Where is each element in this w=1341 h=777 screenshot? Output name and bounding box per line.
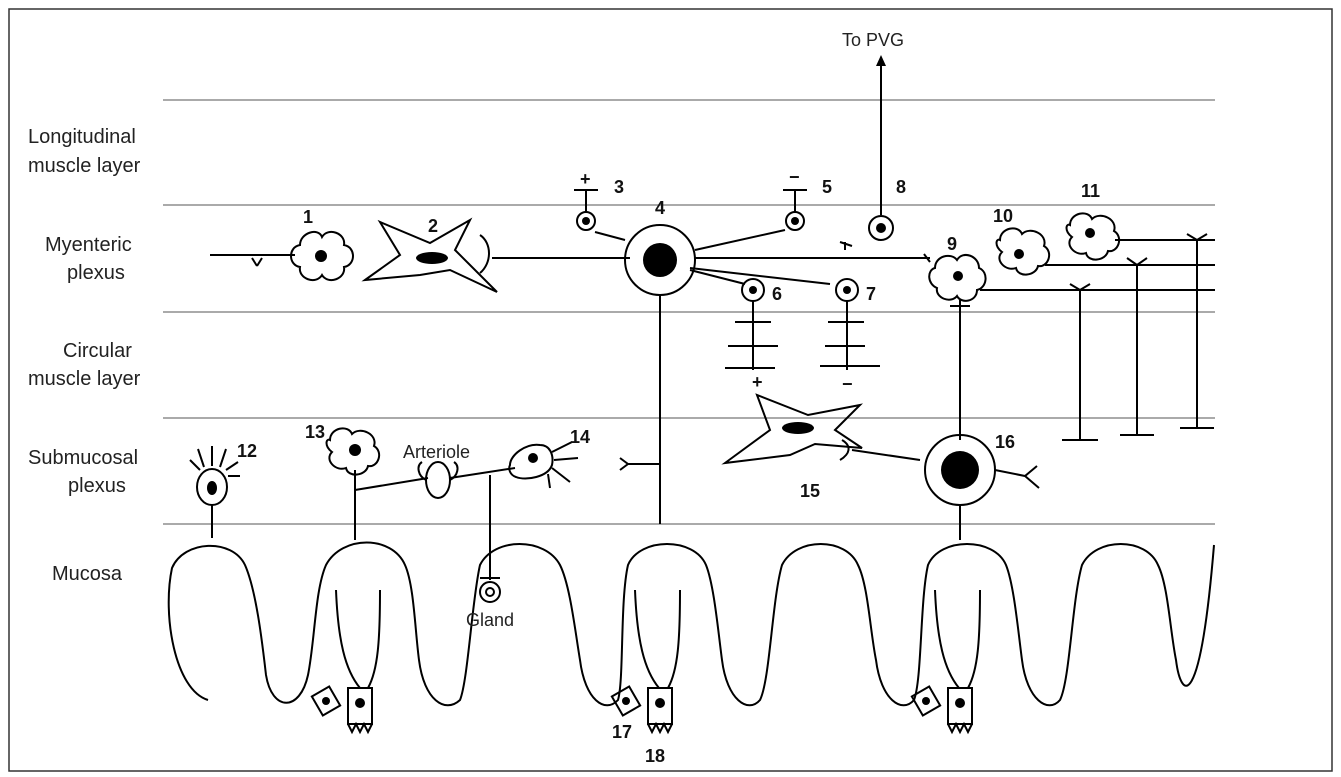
neuron-16 bbox=[924, 434, 1040, 540]
villus-lining-3 bbox=[934, 589, 981, 689]
number-1: 1 bbox=[303, 207, 313, 227]
number-12: 12 bbox=[237, 441, 257, 461]
diagram-border bbox=[8, 8, 1333, 772]
villus-lining-2 bbox=[634, 589, 681, 689]
plus-3: + bbox=[580, 169, 591, 189]
number-14: 14 bbox=[570, 427, 590, 447]
neuron-8 bbox=[839, 215, 894, 250]
label-mucosa: Mucosa bbox=[52, 563, 123, 585]
cell-2 bbox=[361, 217, 630, 293]
number-15: 15 bbox=[800, 481, 820, 501]
label-gland: Gland bbox=[466, 610, 514, 630]
number-4: 4 bbox=[655, 198, 665, 218]
neuron-9 bbox=[923, 253, 1215, 440]
label-myenteric-2: plexus bbox=[67, 262, 125, 284]
layer-boundaries bbox=[163, 99, 1215, 525]
epithelial-cells-villus-3 bbox=[910, 685, 973, 735]
number-16: 16 bbox=[995, 432, 1015, 452]
neuron-13 bbox=[325, 427, 429, 540]
label-circular-1: Circular bbox=[63, 340, 132, 362]
neuron-10 bbox=[995, 227, 1215, 276]
number-18: 18 bbox=[645, 746, 665, 766]
mucosa-villi-outline bbox=[167, 541, 1215, 707]
label-myenteric-1: Myenteric bbox=[45, 234, 132, 256]
plus-6: + bbox=[752, 372, 763, 392]
label-to-pvg: To PVG bbox=[842, 30, 904, 50]
number-2: 2 bbox=[428, 216, 438, 236]
label-arteriole: Arteriole bbox=[403, 442, 470, 462]
number-8: 8 bbox=[896, 177, 906, 197]
neuron-14 bbox=[508, 441, 579, 489]
label-circular-2: muscle layer bbox=[28, 368, 141, 390]
number-9: 9 bbox=[947, 234, 957, 254]
number-7: 7 bbox=[866, 284, 876, 304]
epithelial-cells-villus-1 bbox=[310, 685, 373, 735]
number-5: 5 bbox=[822, 177, 832, 197]
to-pvg-arrow bbox=[876, 55, 886, 215]
neuron-12 bbox=[189, 446, 240, 538]
neuron-3: + bbox=[574, 169, 626, 241]
neuron-6: + bbox=[725, 278, 778, 392]
arteriole bbox=[417, 461, 516, 499]
neuron-1 bbox=[210, 230, 354, 282]
number-11: 11 bbox=[1081, 181, 1100, 201]
minus-7: − bbox=[842, 374, 853, 394]
number-13: 13 bbox=[305, 422, 325, 442]
number-10: 10 bbox=[993, 206, 1013, 226]
vertical-processes bbox=[1062, 233, 1214, 441]
number-3: 3 bbox=[614, 177, 624, 197]
gland bbox=[479, 475, 501, 603]
label-submucosal-2: plexus bbox=[68, 475, 126, 497]
neuron-4 bbox=[619, 224, 930, 524]
number-6: 6 bbox=[772, 284, 782, 304]
label-longitudinal-1: Longitudinal bbox=[28, 126, 136, 148]
neuron-7: − bbox=[820, 278, 880, 394]
neuron-5: − bbox=[783, 167, 807, 231]
number-17: 17 bbox=[612, 722, 632, 742]
label-longitudinal-2: muscle layer bbox=[28, 155, 141, 177]
label-submucosal-1: Submucosal bbox=[28, 447, 138, 469]
minus-5: − bbox=[789, 167, 800, 187]
cell-15 bbox=[721, 393, 921, 465]
epithelial-cells-villus-2 bbox=[610, 685, 673, 735]
